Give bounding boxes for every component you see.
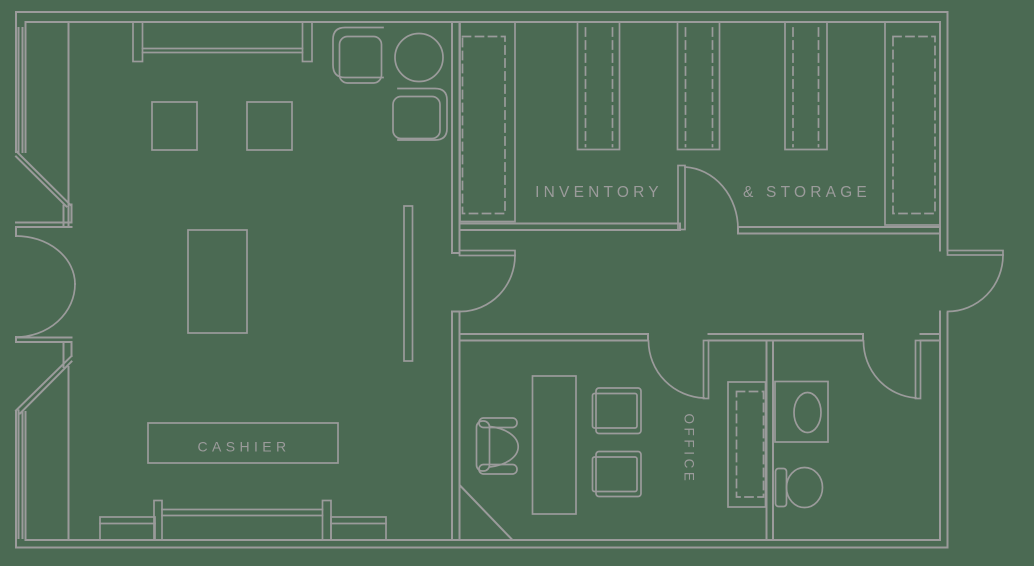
rear-exit-door: [946, 249, 1004, 313]
shelving-unit-right: [884, 21, 941, 226]
sink-vanity: [774, 380, 829, 443]
guest-chair-1: [591, 387, 642, 435]
entry-vestibule-walls: [14, 21, 73, 541]
bottom-display-bench: [99, 499, 387, 541]
round-table: [394, 32, 444, 83]
label-inventory: INVENTORY: [535, 184, 663, 201]
cashier-counter: [147, 422, 339, 464]
shelving-unit-left: [459, 21, 516, 223]
restroom-area: [774, 380, 829, 509]
label-storage: & STORAGE: [743, 184, 871, 201]
office-chair: [475, 417, 520, 475]
center-display-table: [187, 229, 248, 334]
storage-rack-1: [576, 21, 621, 151]
corridor-door: [458, 249, 516, 313]
inventory-door: [677, 164, 739, 231]
display-partition: [403, 205, 414, 362]
office-area: [475, 375, 767, 515]
entry-double-door: [15, 235, 76, 338]
office-corner-diagonal: [458, 484, 514, 541]
office-desk: [531, 375, 577, 515]
entry-door-arc-lower: [15, 283, 76, 338]
top-display-shelf: [132, 21, 313, 63]
armchair-2: [392, 87, 448, 141]
exterior-walls: [15, 11, 949, 549]
office-door: [647, 339, 710, 400]
display-table-2: [246, 101, 293, 151]
label-cashier: CASHIER: [197, 439, 290, 455]
doors: [458, 164, 1004, 400]
interior-walls: [451, 21, 941, 541]
guest-chair-2: [591, 450, 642, 498]
restroom-door: [862, 339, 922, 400]
sink-basin: [793, 391, 822, 434]
toilet: [774, 466, 824, 509]
label-office: OFFICE: [682, 413, 697, 484]
retail-area: [99, 21, 448, 541]
inventory-storage-area: [459, 21, 941, 226]
armchair-1: [332, 26, 384, 84]
display-table-1: [151, 101, 198, 151]
storage-rack-3: [784, 21, 828, 151]
entry-door-arc-upper: [15, 235, 76, 285]
office-shelf-unit: [727, 381, 767, 508]
storage-rack-2: [676, 21, 721, 151]
